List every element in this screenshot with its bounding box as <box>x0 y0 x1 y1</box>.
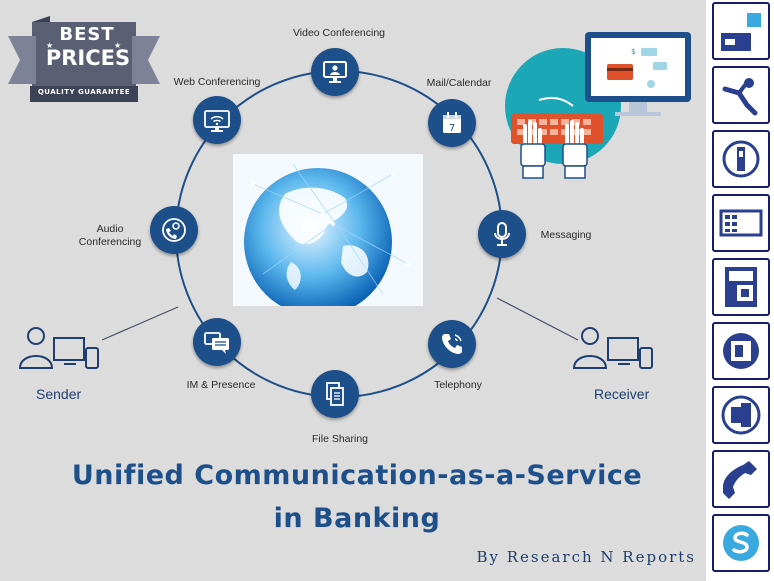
sidebar-tile-stamp <box>712 2 770 60</box>
label-im-presence: IM & Presence <box>186 379 256 391</box>
stamp-icon <box>721 13 761 51</box>
sidebar-tile-keypad <box>712 194 770 252</box>
telephone-handset-icon <box>723 461 757 499</box>
title-line2: in Banking <box>273 503 441 534</box>
phone-card-icon <box>722 140 760 178</box>
svg-text:★: ★ <box>114 41 121 50</box>
wifi-monitor-icon <box>204 110 230 132</box>
globe-icon <box>233 154 423 306</box>
documents-icon <box>326 382 344 406</box>
sidebar-tile-handset <box>712 450 770 508</box>
svg-text:$: $ <box>631 47 636 56</box>
sidebar-tile-sim <box>712 322 770 380</box>
monitor-person-icon <box>323 61 347 83</box>
label-audio-conferencing: Audio Conferencing <box>78 223 142 248</box>
sidebar-tile-skype <box>712 514 770 572</box>
sidebar-tile-speaker <box>712 386 770 444</box>
sender-link-line <box>101 306 179 341</box>
byline: By Research N Reports <box>476 548 696 566</box>
sender-person-computer-icon <box>18 327 99 369</box>
sidebar-tile-booth <box>712 258 770 316</box>
receiver-link-line <box>496 297 579 341</box>
sidebar-tile-phone-card <box>712 130 770 188</box>
label-mail-calendar: Mail/Calendar <box>426 77 492 89</box>
sidebar-icon-strip <box>706 0 774 581</box>
keypad-icon <box>719 209 763 237</box>
best-prices-badge-icon: ★ ★ <box>8 16 160 102</box>
node-mail-calendar: 7 <box>428 99 476 147</box>
label-telephony: Telephony <box>434 379 482 391</box>
label-messaging: Messaging <box>540 229 592 241</box>
person-phone-icon <box>162 218 186 242</box>
chat-icon <box>204 332 229 354</box>
node-video-conferencing <box>311 48 359 96</box>
online-banking-illustration-icon: $ <box>505 32 691 179</box>
label-web-conferencing: Web Conferencing <box>173 76 261 88</box>
node-im-presence <box>193 318 241 366</box>
svg-text:7: 7 <box>449 123 455 134</box>
sidebar-tile-person <box>712 66 770 124</box>
microphone-icon <box>494 222 510 246</box>
node-audio-conferencing <box>150 206 198 254</box>
svg-text:★: ★ <box>46 41 53 50</box>
label-video-conferencing: Video Conferencing <box>292 27 386 39</box>
receiver-person-computer-icon <box>572 327 653 369</box>
title-line1: Unified Communication-as-a-Service <box>71 460 643 491</box>
node-messaging <box>478 210 526 258</box>
node-file-sharing <box>311 370 359 418</box>
label-file-sharing: File Sharing <box>311 433 369 445</box>
node-web-conferencing <box>193 96 241 144</box>
receiver-label: Receiver <box>594 386 650 402</box>
badge-line2: PRICES <box>45 46 131 70</box>
calendar-icon: 7 <box>443 112 461 134</box>
sim-card-icon <box>723 333 759 369</box>
badge-line1: BEST <box>59 24 115 45</box>
skype-icon <box>723 525 759 561</box>
badge-ribbon: QUALITY GUARANTEE <box>37 88 131 96</box>
sender-label: Sender <box>36 386 82 402</box>
phone-booth-icon <box>725 267 757 307</box>
speaker-icon <box>721 395 761 435</box>
node-telephony <box>428 320 476 368</box>
person-jumping-icon <box>722 78 758 116</box>
phone-icon <box>442 334 462 354</box>
